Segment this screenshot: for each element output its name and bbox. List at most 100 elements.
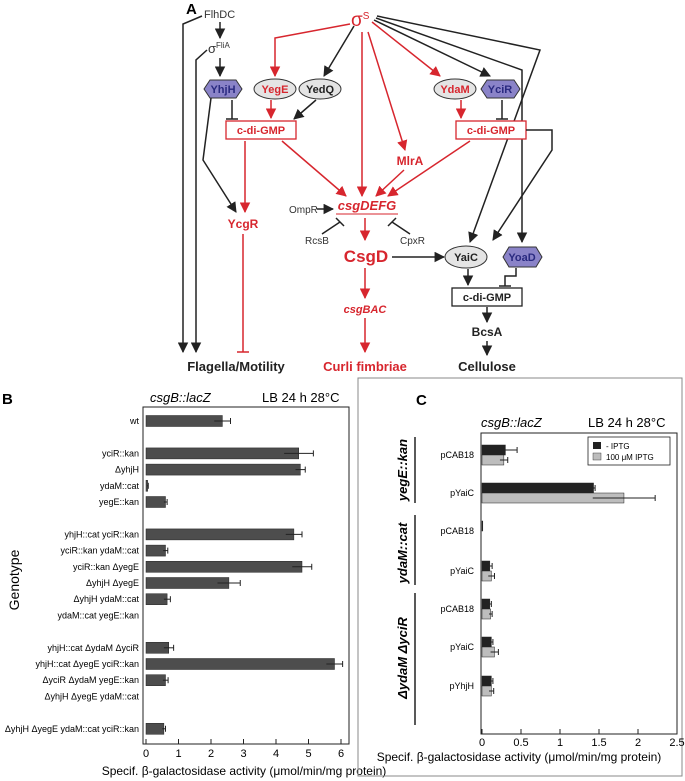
panel-b-category-label: yhjH::cat ΔydaM ΔyciR — [47, 643, 139, 653]
panel-b-category-label: wt — [129, 416, 139, 426]
panel-c-condition: LB 24 h 28°C — [588, 415, 665, 430]
csgd-label: CsgD — [344, 247, 388, 266]
cpxr-label: CpxR — [400, 236, 425, 247]
yedq-ellipse — [298, 78, 342, 100]
sigmas-to-yedq-arrow — [323, 25, 355, 77]
panel-b-category-label: yhjH::cat yciR::kan — [64, 529, 139, 539]
mlra-label: MlrA — [397, 154, 424, 168]
panel-a-label: A — [186, 1, 197, 18]
panel-b-x-tick-label: 5 — [305, 748, 311, 760]
yhjh-hexagon — [203, 79, 243, 99]
panel-b-category-label: yciR::kan ydaM::cat — [60, 546, 139, 556]
panel-b-xlabel: Specif. β-galactosidase activity (μmol/m… — [102, 764, 387, 778]
flia-to-flagella-line — [190, 49, 208, 354]
yedq-to-cdigmp-arrow — [293, 99, 317, 120]
cdigmp-bottom-box — [451, 287, 523, 307]
panel-b-chart: wtyciR::kanΔyhjHydaM::catyegE::kanyhjH::… — [5, 415, 344, 760]
panel-c-category-label: pYhjH — [449, 681, 474, 691]
panel-a: A σS FlhDC σFliA YhjH YegE YedQ YdaM Yci… — [177, 1, 553, 374]
yoad-label: YoaD — [508, 252, 535, 264]
yaic-label: YaiC — [454, 252, 478, 264]
ydam-label: YdaM — [440, 84, 469, 96]
ompr-label: OmpR — [289, 205, 318, 216]
panel-b-category-label: ΔyhjH ΔyegE — [86, 578, 139, 588]
sigmas-to-yaic-arrow — [376, 15, 542, 243]
ycgr-inhibit-flagella — [237, 234, 249, 353]
panel-b-x-tick-label: 4 — [273, 748, 279, 760]
sigma-s-superscript: S — [363, 11, 370, 22]
panel-c-group3-label: ΔydaM ΔyciR — [395, 617, 410, 700]
panel-c-category-label: pYaiC — [450, 488, 474, 498]
panel-b-bar — [145, 544, 166, 557]
cdigmp-right-to-csgdefg-arrow — [387, 140, 471, 197]
panel-c-x-tick-label: 1.5 — [591, 737, 606, 749]
panel-c-x-tick-label: 2.5 — [669, 737, 684, 749]
cpxr-inhibit-csgdefg — [387, 217, 411, 235]
sigmas-to-yege-arrow — [269, 23, 351, 78]
cdigmp-right-to-cellulose-arrow — [492, 129, 553, 241]
bcsa-label: BcsA — [472, 325, 503, 339]
panel-b-category-label: ydaM::cat — [100, 481, 140, 491]
panel-c-x-tick-label: 1 — [557, 737, 563, 749]
panel-b-category-label: ΔyhjH ΔyegE ydaM::cat yciR::kan — [5, 724, 139, 734]
yege-label: YegE — [262, 84, 289, 96]
cdigmp-left-box — [225, 120, 297, 140]
cellulose-label: Cellulose — [458, 359, 516, 374]
panel-c-x-tick-label: 0 — [479, 737, 485, 749]
panel-b-category-label: ΔyhjH ydaM::cat — [73, 594, 139, 604]
panel-c-category-label: pYaiC — [450, 566, 474, 576]
panel-b: B csgB::lacZ LB 24 h 28°C Genotype Speci… — [2, 390, 386, 778]
yhjh-label: YhjH — [210, 84, 235, 96]
panel-b-bar — [145, 658, 335, 670]
flagella-label: Flagella/Motility — [187, 359, 285, 374]
panel-c-category-label: pYaiC — [450, 642, 474, 652]
panel-c-legend: - IPTG 100 μM IPTG — [587, 436, 671, 466]
yaic-ellipse — [444, 245, 488, 269]
panel-c-xlabel: Specif. β-galactosidase activity (μmol/m… — [377, 750, 662, 764]
panel-b-plot-frame — [142, 406, 350, 745]
panel-b-x-tick-label: 6 — [338, 748, 344, 760]
panel-b-bar — [145, 723, 165, 735]
sigma-s-symbol: σ — [351, 10, 363, 31]
sigmas-to-mlra-arrow — [367, 31, 408, 152]
ycir-hexagon — [480, 79, 521, 99]
panel-b-category-label: yegE::kan — [99, 497, 139, 507]
sigmas-to-ycir-arrow — [373, 19, 491, 77]
sigma-s-node: σS — [351, 10, 370, 31]
panel-c-bar — [481, 520, 484, 532]
panel-b-category-label: yciR::kan — [102, 448, 139, 458]
panel-c-category-label: pCAB18 — [440, 604, 474, 614]
cdigmp-left-to-csgdefg-arrow — [281, 140, 347, 197]
panel-c-x-tick-label: 0.5 — [513, 737, 528, 749]
ycir-inhibit-cdigmp — [496, 100, 508, 120]
yoad-hexagon — [502, 246, 543, 268]
panel-c-group2-label: ydaM::cat — [395, 522, 410, 584]
panel-c-border — [357, 377, 683, 777]
yhjh-inhibit-cdigmp — [226, 100, 238, 120]
csgdefg-label: csgDEFG — [338, 198, 397, 213]
panel-b-condition: LB 24 h 28°C — [262, 390, 339, 405]
panel-b-bar — [145, 674, 166, 686]
yhjh-to-ycgr-arrow — [202, 97, 237, 213]
yedq-label: YedQ — [306, 84, 335, 96]
ydam-ellipse — [433, 78, 477, 100]
csgbac-label: csgBAC — [344, 304, 388, 316]
panel-c: C csgB::lacZ LB 24 h 28°C yegE::kan ydaM… — [357, 377, 685, 777]
panel-c-category-label: pCAB18 — [440, 526, 474, 536]
panel-b-category-label: yciR::kan ΔyegE — [73, 562, 139, 572]
cdigmp-right-label: c-di-GMP — [467, 125, 515, 137]
ycir-label: YciR — [488, 84, 513, 96]
panel-b-bar — [145, 577, 230, 589]
ycgr-label: YcgR — [228, 217, 259, 231]
panel-b-ylabel: Genotype — [6, 549, 22, 610]
panel-b-bar — [145, 561, 303, 573]
panel-c-group1-label: yegE::kan — [395, 439, 410, 502]
panel-b-x-tick-label: 2 — [208, 748, 214, 760]
legend-swatch-plus — [592, 452, 602, 461]
panel-b-bar — [145, 447, 299, 460]
rcsb-label: RcsB — [305, 236, 329, 247]
sigmas-to-yoad-arrow — [375, 17, 528, 244]
panel-b-x-tick-label: 0 — [143, 748, 149, 760]
curli-label: Curli fimbriae — [323, 359, 407, 374]
